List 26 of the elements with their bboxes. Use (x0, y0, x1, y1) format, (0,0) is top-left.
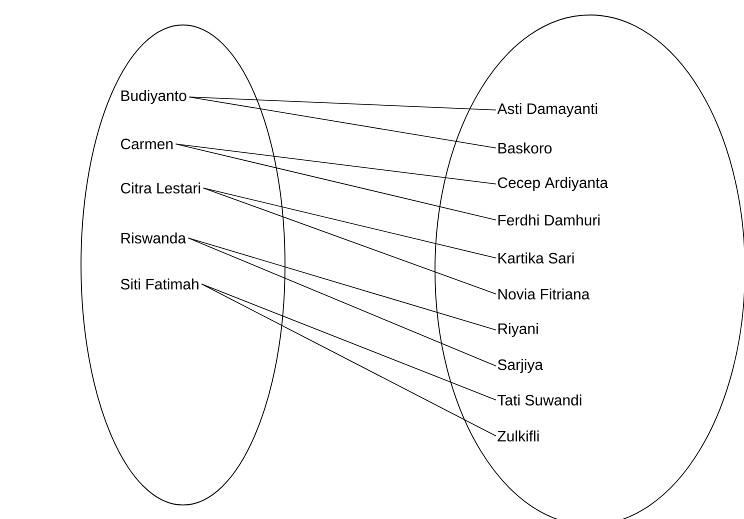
connector-line (201, 284, 496, 436)
connector-line (188, 238, 496, 366)
name-text: Ferdhi Damhuri (498, 214, 600, 226)
name-text: Carmen (120, 138, 173, 150)
name-text: Baskoro (498, 142, 552, 154)
name-text: Riswanda (121, 232, 186, 244)
name-text: Cecep Ardiyanta (498, 177, 608, 191)
name-text: Sarjiya (498, 359, 544, 373)
name-text: Asti Damayanti (497, 103, 598, 117)
name-text: Siti Fatimah (120, 278, 198, 290)
connector-line (188, 96, 496, 110)
connector-line (188, 238, 496, 330)
ellipse (80, 24, 286, 506)
connector-line (201, 284, 496, 400)
connector-line (188, 96, 496, 148)
name-text: Budiyanto (121, 90, 186, 104)
connector-line (202, 188, 496, 258)
name-text: Kartika Sari (498, 252, 574, 264)
connector-line (175, 144, 496, 184)
name-text: Tati Suwandi (498, 394, 582, 406)
connector-line (202, 188, 496, 294)
name-text: Citra Lestari (120, 182, 200, 194)
name-text: Zulkifli (498, 430, 539, 442)
connector-line (175, 144, 496, 220)
name-text: Novia Fitriana (498, 288, 590, 300)
name-text: Riyani (498, 323, 538, 337)
